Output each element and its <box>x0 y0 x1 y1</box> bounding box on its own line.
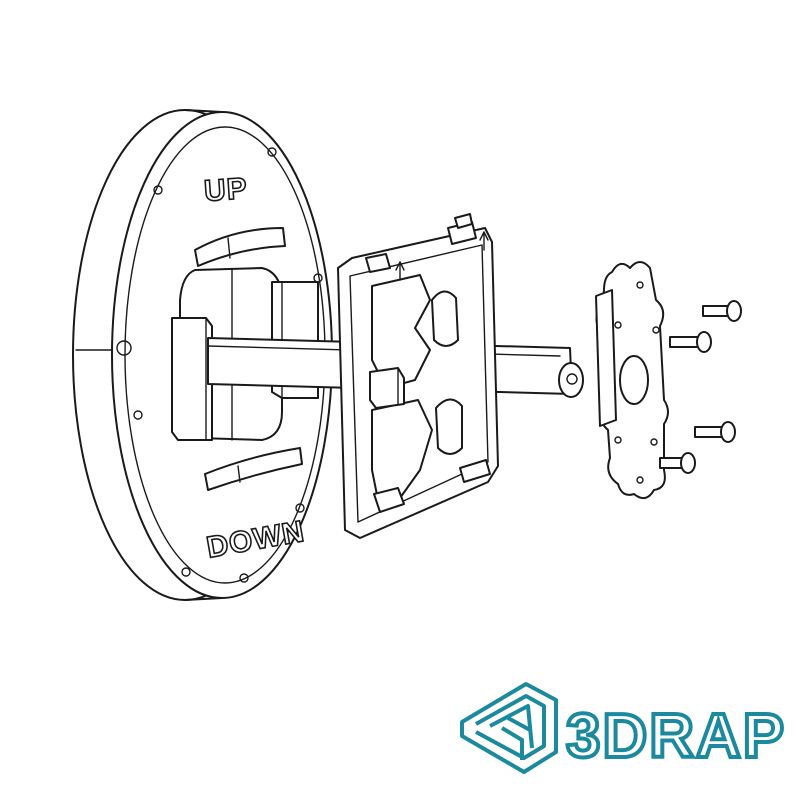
impossible-triangle-logo-icon <box>460 682 558 774</box>
screw-4 <box>659 452 696 474</box>
gear-adapter-plate <box>595 261 669 500</box>
screw-1 <box>702 300 742 322</box>
mount-bracket-plate <box>337 213 499 539</box>
screw-2 <box>669 331 712 353</box>
brand-wordmark: 3DRAP <box>566 702 786 771</box>
disc-label-up: UP <box>203 172 249 208</box>
screw-3 <box>694 421 736 443</box>
